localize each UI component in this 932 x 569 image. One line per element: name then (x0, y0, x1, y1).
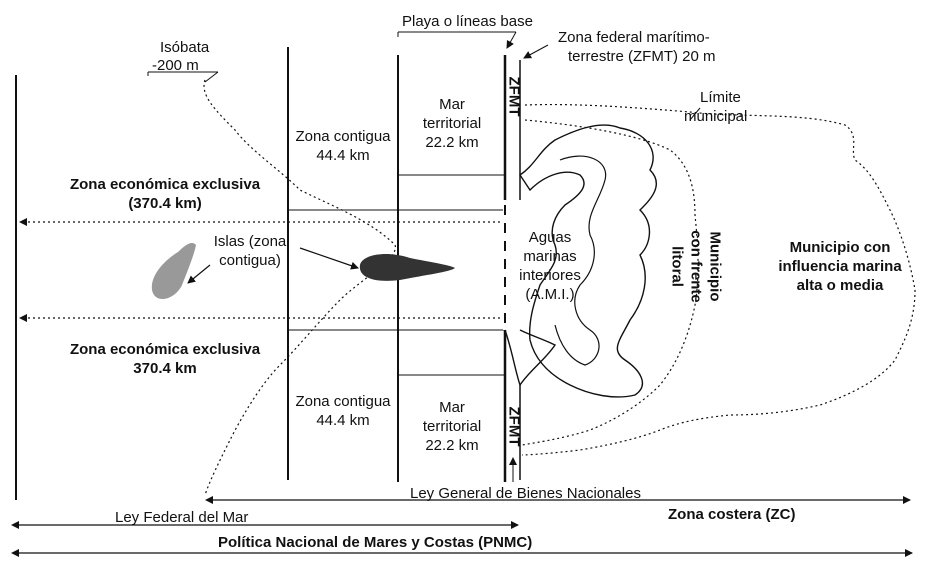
zee-bottom: Zona económica exclusiva 370.4 km (69, 341, 261, 377)
coastline-inner (554, 155, 607, 366)
ami-label: Aguas marinas interiores (A.M.I.) (519, 229, 581, 303)
pnmc-label: Política Nacional de Mares y Costas (PNM… (218, 534, 533, 551)
ley-bienes-label: Ley General de Bienes Nacionales (410, 485, 641, 502)
islas-pointer-right (299, 247, 359, 270)
zfmt-title-2: terrestre (ZFMT) 20 m (568, 48, 716, 65)
playa-label: Playa o líneas base (402, 13, 533, 30)
mar-territorial-top: Mar territorial 22.2 km (422, 96, 482, 151)
islas-label: Islas (zona contigua) (213, 233, 287, 269)
isobata-label: Isóbata (160, 39, 210, 56)
playa-pointer (506, 31, 517, 49)
limite-label-1: Límite (700, 89, 741, 106)
coastline (519, 124, 657, 398)
mar-territorial-bottom: Mar territorial 22.2 km (422, 399, 482, 454)
islas-pointer-left (187, 264, 211, 284)
zona-contigua-top: Zona contigua 44.4 km (295, 128, 391, 164)
zona-costera-label: Zona costera (ZC) (668, 506, 796, 523)
municipio-frente-label: Municipio con frente litoral (668, 230, 724, 303)
zee-top: Zona económica exclusiva (370.4 km) (69, 176, 261, 212)
island-light (151, 242, 196, 300)
municipal-boundary-inner (521, 119, 699, 446)
zfmt-title-1: Zona federal marítimo- (558, 29, 710, 46)
zfmt-top-label: ZFMT (505, 76, 523, 117)
municipio-influencia-label: Municipio con influencia marina alta o m… (778, 239, 902, 294)
limite-label-2: municipal (684, 108, 748, 125)
zona-contigua-bottom: Zona contigua 44.4 km (295, 393, 391, 429)
zfmt-pointer (523, 44, 549, 59)
island-dark (359, 254, 455, 281)
isobath-pointer (204, 71, 219, 83)
coastline-lower (504, 329, 557, 387)
isobata-depth-label: -200 m (152, 57, 199, 74)
limite-pointer (689, 107, 701, 121)
zfmt-bottom-label: ZFMT (505, 406, 523, 447)
ley-mar-label: Ley Federal del Mar (115, 509, 249, 526)
